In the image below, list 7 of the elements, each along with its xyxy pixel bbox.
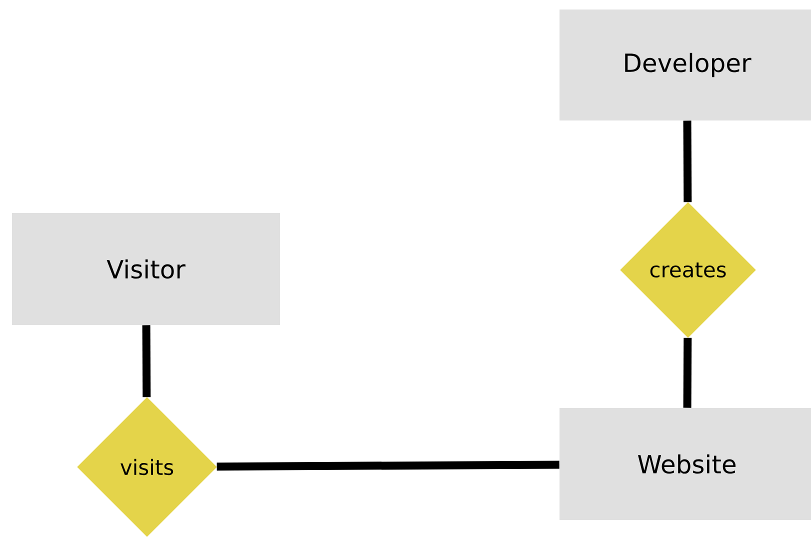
connector-line [216,460,560,471]
connector-line [683,120,692,202]
connector-line [683,338,692,408]
connector-line [142,325,151,398]
entity-box: Website [560,408,811,520]
entity-box: Developer [560,10,811,120]
entity-box: Visitor [12,213,280,325]
